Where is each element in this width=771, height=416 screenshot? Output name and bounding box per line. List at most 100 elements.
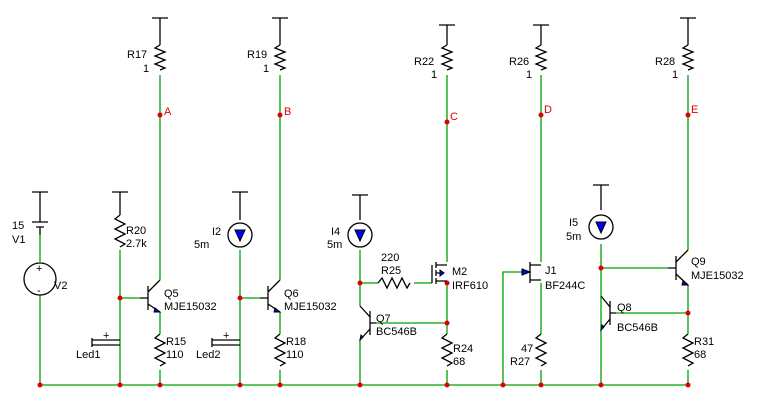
label-r24: R24 [453,343,473,355]
rail-i2 [232,191,248,220]
label-q9: Q9 [691,256,706,268]
transistor-q7 [359,305,376,341]
resistor-r27 [534,333,548,367]
jfet-j1 [529,262,541,283]
value-v1: 15 [12,220,24,232]
rail-v1 [32,191,48,210]
junction-dot [117,295,123,301]
label-r27: R27 [510,356,530,368]
current-source-i2 [227,222,253,248]
wire-j1-gate [502,271,522,385]
node-dot-d [538,112,544,118]
resistors [113,44,695,367]
junction-dot [444,280,450,286]
resistor-r26 [534,44,548,71]
resistor-r22 [440,44,454,71]
resistor-r24 [440,333,454,367]
label-q5: Q5 [164,288,179,300]
transistor-q8 [600,295,616,331]
junction-dot [444,320,450,326]
resistor-r17 [153,44,167,71]
resistor-r18 [273,333,287,367]
label-i4: I4 [331,226,340,238]
rail-r20 [112,191,128,215]
value-i4: 5m [327,239,342,251]
value-r28: 1 [672,69,678,81]
rail-r19 [272,17,288,45]
arrow-right-icon [521,268,532,276]
arrow-down-icon [595,221,607,235]
value-r24: 68 [453,356,465,368]
arrow-down-icon [354,229,366,243]
label-v1: V1 [12,234,25,246]
value-r19: 1 [263,63,269,75]
rail-i4 [352,194,368,220]
model-j1: BF244C [545,280,585,292]
arrow-icon [600,323,605,332]
node-dot-c [444,119,450,125]
node-dot-b [277,112,283,118]
model-q6: MJE15032 [284,301,337,313]
model-m2: IRF610 [452,280,488,292]
resistor-r25 [377,276,411,290]
value-r18: 110 [286,349,304,361]
junction-dot [685,382,691,388]
supply-rails [32,17,696,220]
label-q6: Q6 [284,288,299,300]
led2-symbol [212,339,240,346]
label-r17: R17 [127,49,147,61]
value-r15: 110 [166,349,184,361]
label-r18: R18 [286,336,306,348]
resistor-r28 [681,44,695,71]
led1-symbol [92,339,120,346]
value-r27: 47 [521,343,533,355]
junction-dot [444,382,450,388]
junction-dot [37,382,43,388]
label-r20: R20 [126,225,146,237]
node-label-a: A [164,106,172,118]
junction-dot [685,310,691,316]
label-r22: R22 [414,56,434,68]
mosfet-m2 [431,262,447,284]
junction-dot [538,382,544,388]
resistor-r19 [273,44,287,71]
model-q8: BC546B [617,322,658,334]
labels: R17 1 R19 1 R22 1 R26 1 R28 1 15 V1 V2 R… [12,49,744,368]
value-r20: 2.7k [126,238,147,250]
value-r26: 1 [526,69,532,81]
label-q7: Q7 [376,313,391,325]
junction-dot [500,382,506,388]
transistor-q6 [260,279,281,313]
value-r22: 1 [431,69,437,81]
value-i5: 5m [566,231,581,243]
junction-dot [117,382,123,388]
led2-plus-sign: + [223,330,229,342]
arrow-icon [359,333,364,342]
label-led1: Led1 [76,349,100,361]
node-label-c: C [450,111,458,123]
label-r25: R25 [381,265,401,277]
model-q9: MJE15032 [691,270,744,282]
voltage-source-v2 [23,262,57,296]
transistors [140,249,690,342]
label-q8: Q8 [617,302,632,314]
label-led2: Led2 [196,349,220,361]
rail-i5 [593,184,609,210]
led1-plus-sign: + [103,330,109,342]
node-label-e: E [691,104,698,116]
label-r28: R28 [655,56,675,68]
junction-dot [237,382,243,388]
model-q7: BC546B [376,326,417,338]
label-r31: R31 [694,336,714,348]
current-source-i4 [347,222,373,248]
arrow-icon [439,269,445,277]
label-v2: V2 [54,280,67,292]
arrow-icon [153,307,162,313]
rail-r28 [680,17,696,45]
junction-dot [237,295,243,301]
resistor-r15 [153,333,167,367]
junctions [37,112,691,388]
junction-dot [598,382,604,388]
arrow-icon [273,307,282,313]
